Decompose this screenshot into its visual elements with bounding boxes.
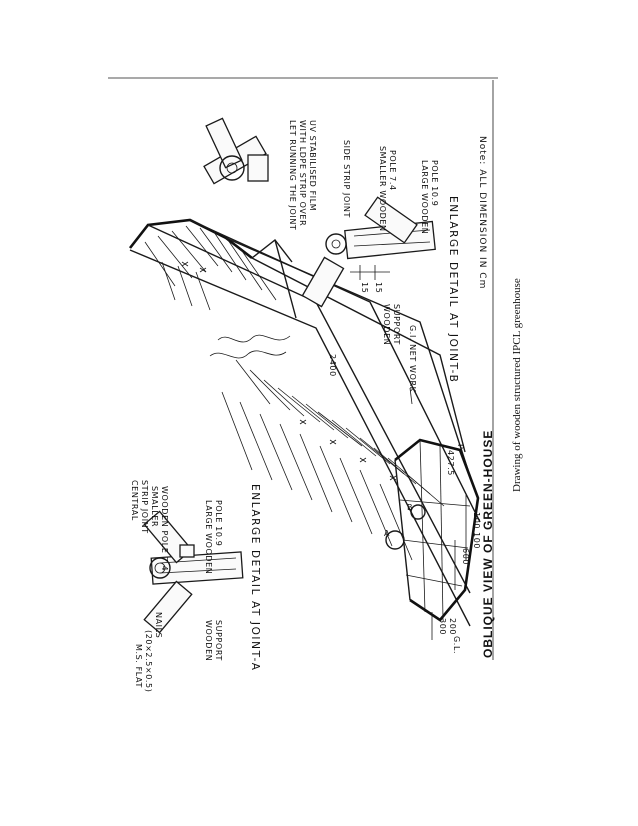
label-b-let-2: WITH LDPE STRIP OVER (298, 120, 307, 226)
detail-b-title: ENLARGE DETAIL AT JOINT-B (447, 196, 459, 383)
label-b-smaller-2: POLE 7.4 (388, 150, 397, 191)
label-b-let-3: UV STABILISED FILM (308, 120, 317, 211)
dim-600: 600 (461, 548, 470, 565)
dim-p: P (456, 444, 465, 449)
label-b-smaller-1: SMALLER WOODEN (378, 146, 387, 232)
label-a-wooden-2: SUPPORT (214, 620, 223, 661)
note-dimensions: Note: ALL DIMENSION IN Cm (477, 136, 487, 289)
joint-b-mark: B (407, 503, 413, 512)
drawing-title: OBLIQUE VIEW OF GREEN-HOUSE (481, 430, 495, 658)
label-b-wooden-2: SUPPORT (392, 304, 401, 345)
label-b-large-2: POLE 10.9 (430, 160, 439, 206)
dim-100a: 100 (472, 512, 481, 529)
label-a-wooden-1: WOODEN (204, 620, 213, 661)
dim-b-15a: 15 (360, 282, 369, 293)
label-a-ms-flat-size: (20×2.5×0.5) (144, 630, 153, 692)
dim-200: 200 (448, 618, 457, 635)
label-a-central-1: CENTRAL (130, 480, 139, 521)
label-a-nails: NAILS (154, 612, 163, 638)
drawing-caption: Drawing of wooden structured IPCL greenh… (511, 278, 523, 492)
front-dimensions: 100 100 600 427.5 P 300 200 G.L. (431, 444, 481, 654)
label-a-ms-flat: M.S. FLAT (134, 644, 143, 688)
label-a-central-2: STRIP JOINT (140, 480, 149, 534)
label-gi-net: G.I. NET WORK (408, 325, 417, 393)
dim-100b: 100 (472, 532, 481, 549)
detail-joint-b (203, 117, 436, 308)
label-a-large-1: LARGE WOODEN (204, 500, 213, 574)
dim-300: 300 (438, 618, 447, 635)
label-b-side-strip: SIDE STRIP JOINT (342, 140, 351, 218)
label-a-smaller-2: WOODEN POLE 7.4 (160, 486, 169, 571)
label-b-large-1: LARGE WOODEN (420, 160, 429, 234)
label-b-wooden-1: WOODEN (382, 304, 391, 345)
greenhouse-frame (128, 218, 481, 627)
label-a-large-2: POLE 10.9 (214, 500, 223, 546)
dim-427: 427.5 (446, 450, 455, 476)
detail-joint-a (143, 510, 244, 634)
detail-a-title: ENLARGE DETAIL AT JOINT-A (249, 484, 261, 672)
joint-a-mark: A (384, 529, 390, 538)
dim-b-15b: 15 (374, 282, 383, 293)
dim-gl: G.L. (452, 636, 461, 654)
label-b-let-1: LET RUNNING THE JOINT (288, 120, 297, 230)
dim-2400: 2400 (328, 354, 337, 377)
label-a-smaller-1: SMALLER (150, 486, 159, 527)
